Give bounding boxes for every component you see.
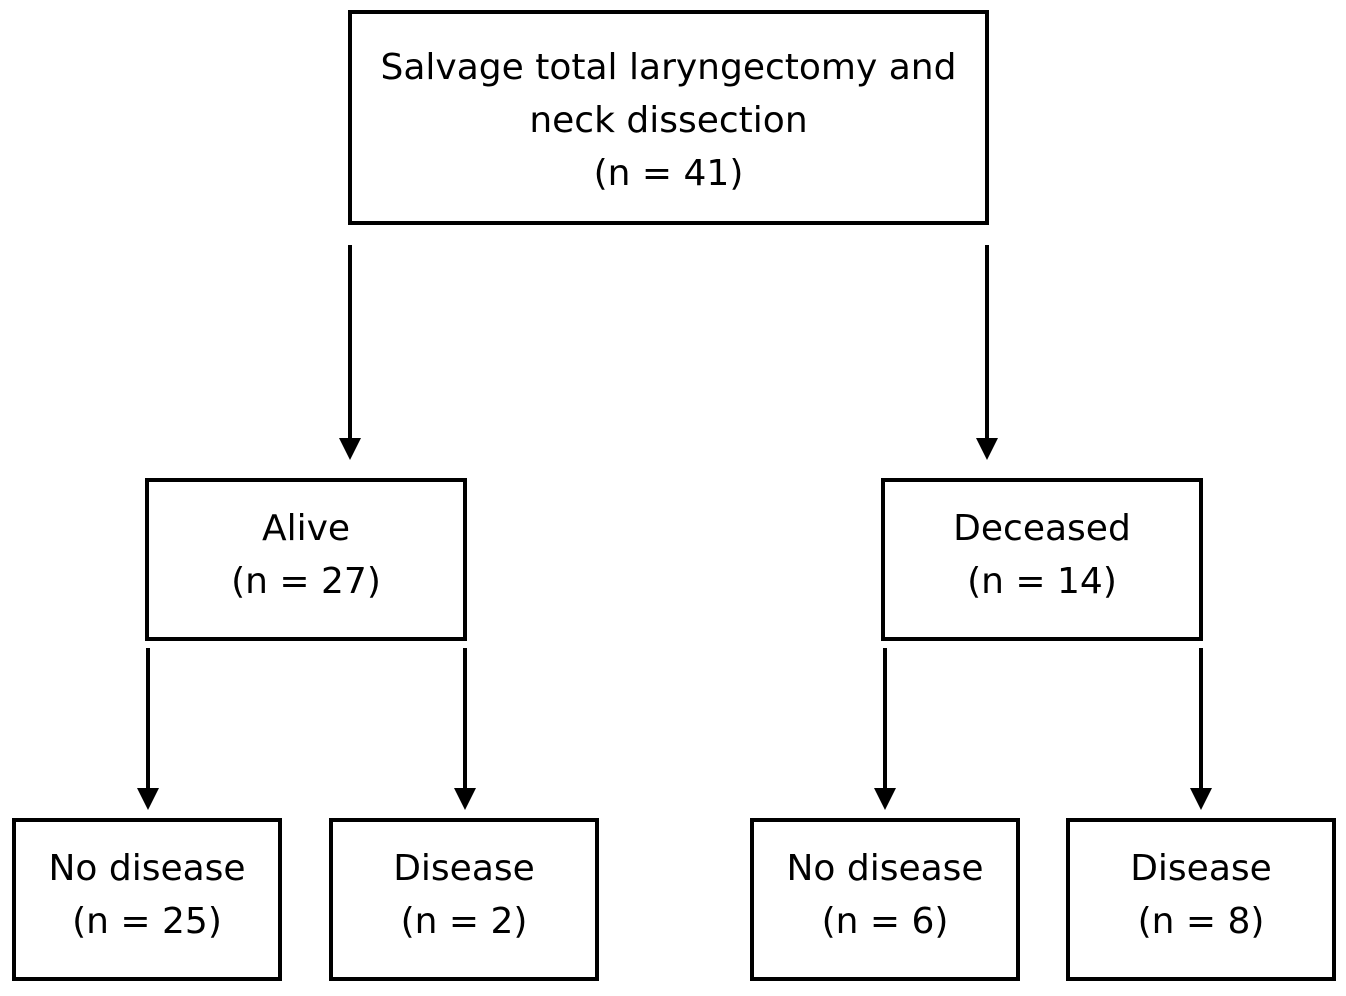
root-count: (n = 41) xyxy=(593,153,744,194)
deceased-no-disease-label: No disease xyxy=(786,848,984,889)
deceased-disease-node: Disease (n = 8) xyxy=(1066,818,1336,981)
arrow-deceased-to-no-disease xyxy=(874,648,896,810)
alive-disease-label: Disease xyxy=(393,848,535,889)
arrow-alive-to-disease xyxy=(454,648,476,810)
alive-count: (n = 27) xyxy=(231,561,381,602)
arrow-deceased-to-disease xyxy=(1190,648,1212,810)
deceased-node: Deceased (n = 14) xyxy=(881,478,1203,641)
alive-node: Alive (n = 27) xyxy=(145,478,467,641)
deceased-no-disease-count: (n = 6) xyxy=(821,901,949,942)
root-label-line1: Salvage total laryngectomy and xyxy=(380,47,957,88)
alive-label: Alive xyxy=(261,508,351,549)
alive-disease-count: (n = 2) xyxy=(400,901,528,942)
deceased-count: (n = 14) xyxy=(967,561,1117,602)
deceased-disease-count: (n = 8) xyxy=(1137,901,1265,942)
deceased-label: Deceased xyxy=(953,508,1131,549)
arrow-root-to-alive xyxy=(339,245,361,460)
alive-no-disease-label: No disease xyxy=(48,848,246,889)
arrow-root-to-deceased xyxy=(976,245,998,460)
deceased-disease-label: Disease xyxy=(1130,848,1272,889)
alive-disease-node: Disease (n = 2) xyxy=(329,818,599,981)
deceased-no-disease-node: No disease (n = 6) xyxy=(750,818,1020,981)
alive-no-disease-node: No disease (n = 25) xyxy=(12,818,282,981)
alive-no-disease-count: (n = 25) xyxy=(72,901,222,942)
root-label-line2: neck dissection xyxy=(529,100,808,141)
arrow-alive-to-no-disease xyxy=(137,648,159,810)
root-node: Salvage total laryngectomy and neck diss… xyxy=(348,10,989,225)
